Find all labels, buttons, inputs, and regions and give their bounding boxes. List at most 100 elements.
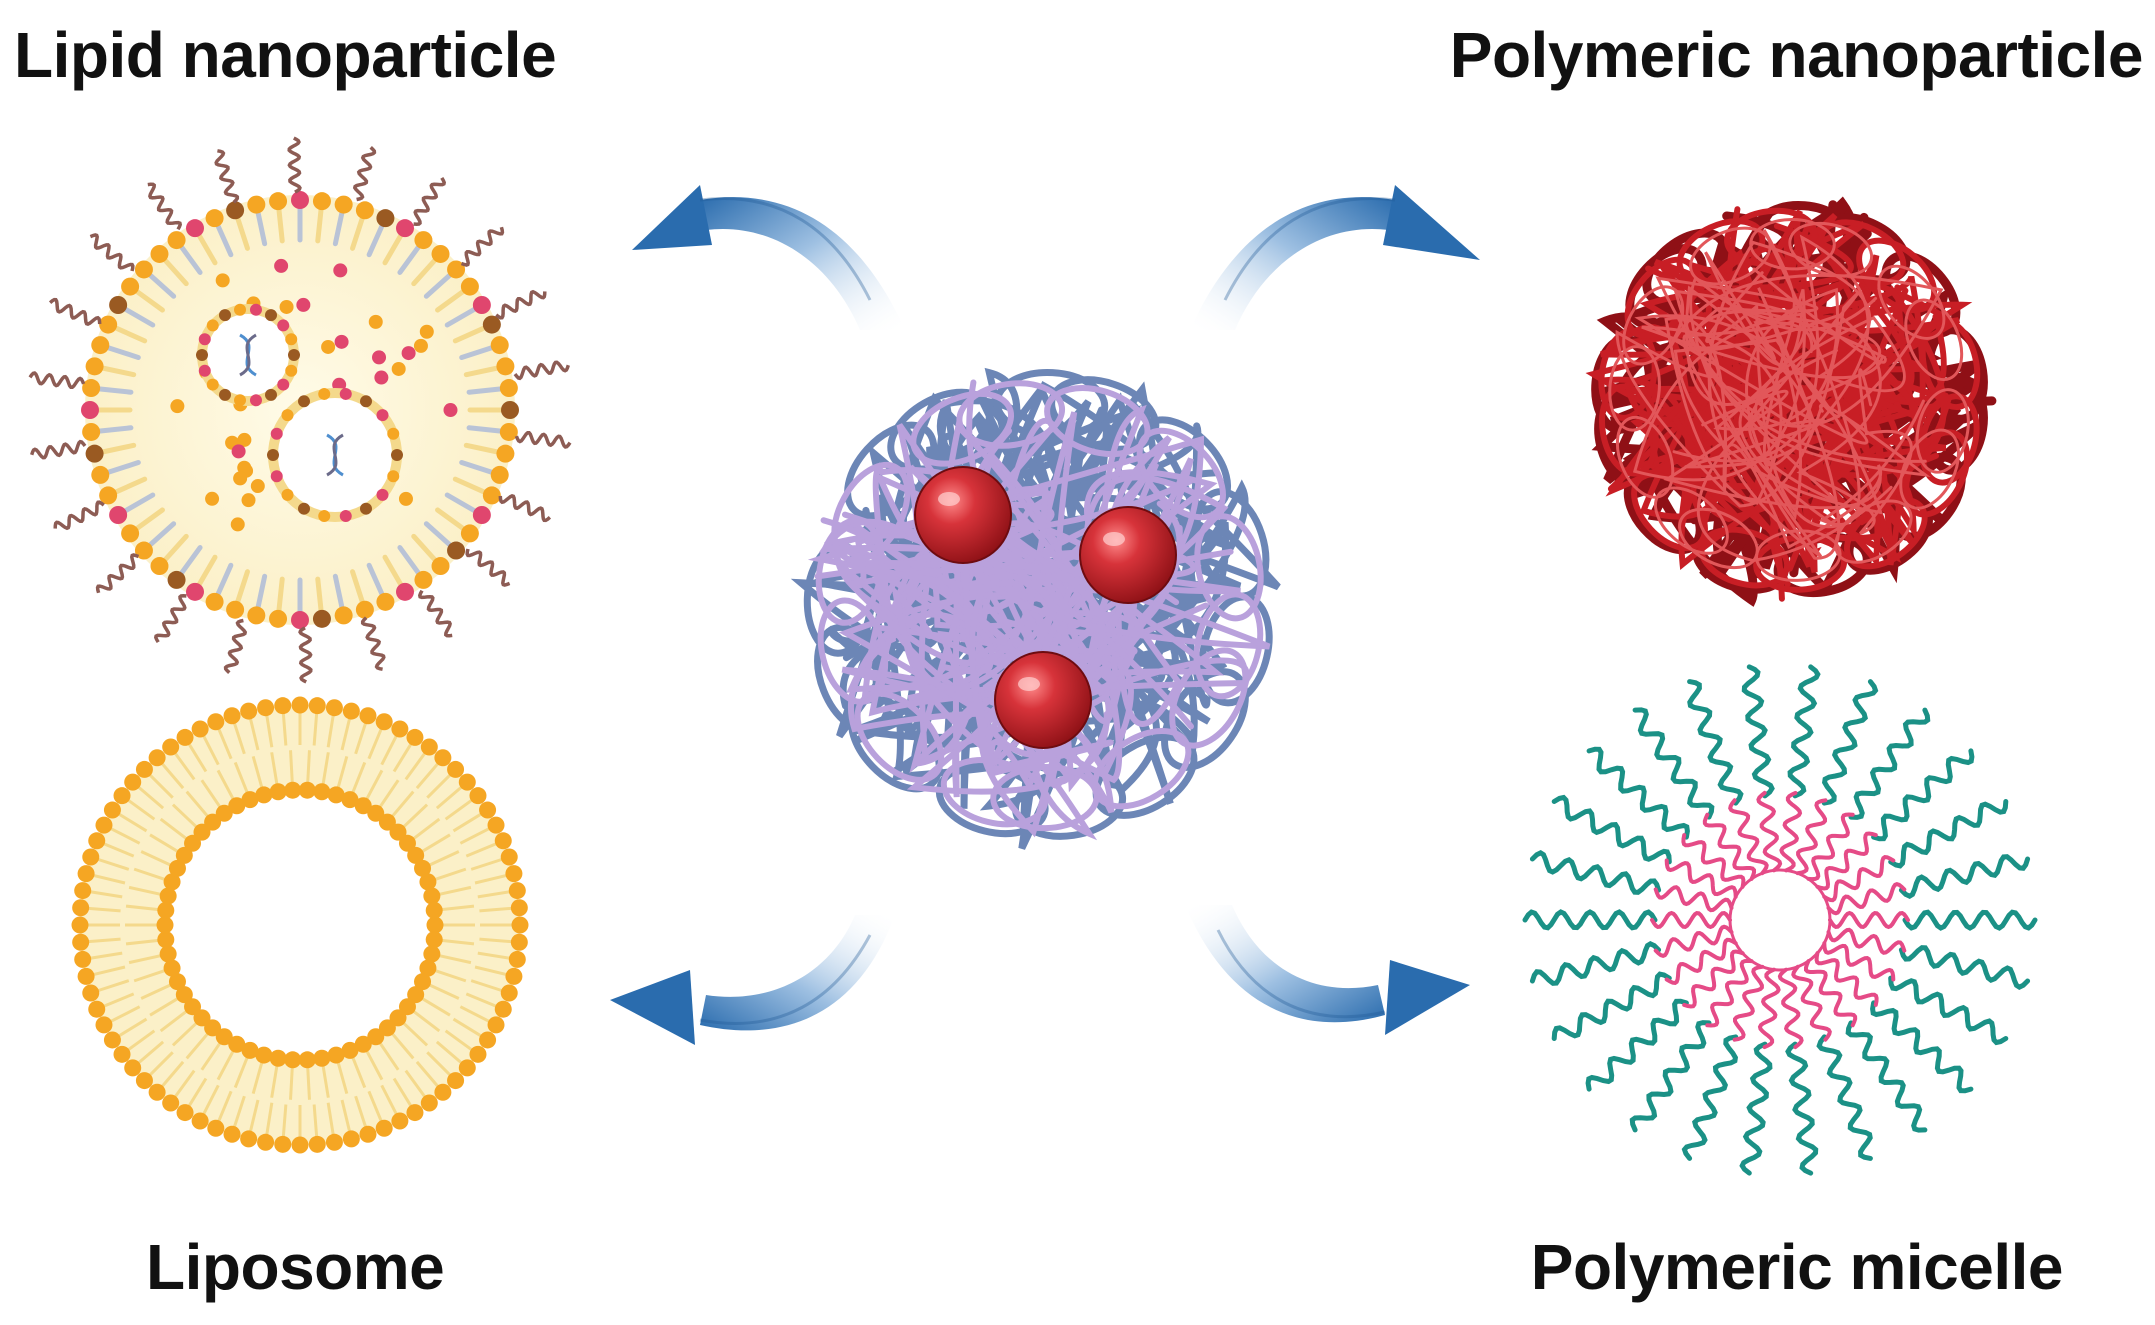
peg-chain: [287, 136, 302, 194]
inner-lipid-head: [389, 1009, 407, 1027]
outer-lipid-head: [191, 1112, 209, 1130]
lipid-head: [167, 570, 186, 589]
outer-lipid-head: [113, 787, 131, 805]
lipid-tail: [465, 841, 499, 858]
inner-lipid-head: [284, 781, 302, 799]
internal-lipid: [205, 491, 220, 506]
lipid-head: [205, 209, 224, 228]
inner-lipid-head: [425, 901, 443, 919]
lipid-tail: [235, 569, 250, 605]
lipid-tail: [251, 1060, 264, 1095]
outer-lipid-head: [74, 950, 92, 968]
inner-lipid-head: [228, 1035, 246, 1053]
drug-highlight: [938, 492, 960, 506]
lipid-tail: [459, 345, 495, 360]
lipid-head: [269, 192, 288, 211]
peg-chain: [95, 553, 140, 594]
inner-lipid-head: [193, 823, 211, 841]
lipid-tail: [128, 953, 163, 965]
outer-lipid-head: [135, 1072, 153, 1090]
lipid-tail: [306, 750, 311, 785]
polymer-coil-purple-loop: [815, 517, 885, 626]
lipid-tail: [427, 850, 460, 868]
inner-lipid-head: [407, 986, 425, 1004]
internal-lipid: [374, 370, 389, 385]
outer-lipid-head: [458, 1059, 476, 1077]
lipid-tail: [382, 554, 404, 588]
outer-lipid-head: [103, 1031, 121, 1049]
lipid-tail: [159, 817, 189, 841]
inner-lipid-head: [184, 834, 202, 852]
inner-lipid-head: [228, 797, 246, 815]
hydrophobic-chain: [1682, 949, 1745, 1009]
hydrophilic-chain: [1902, 909, 2038, 931]
lipid-tail: [86, 906, 121, 913]
peg-chain: [153, 594, 187, 644]
lipid-head: [472, 506, 491, 524]
peg-chain: [498, 494, 552, 523]
lipid-tail: [112, 325, 148, 344]
hydrophobic-chain: [1777, 967, 1804, 1050]
inner-lipid-head: [249, 303, 262, 316]
polymer-strand-highlight-loop: [1689, 226, 1772, 286]
lipid-tail: [435, 507, 466, 532]
inner-lipid-head: [398, 834, 416, 852]
internal-lipid: [321, 339, 336, 354]
lipid-head: [134, 541, 153, 560]
lipid-tail: [140, 850, 173, 868]
lipid-tail: [216, 1048, 236, 1081]
lipid-head: [134, 260, 153, 279]
outer-lipid-head: [71, 916, 89, 934]
lipid-tail: [233, 761, 250, 795]
outer-lipid-head: [420, 738, 438, 756]
lipid-tail: [128, 885, 163, 897]
lipid-tail: [101, 841, 135, 858]
inner-lipid-head: [391, 449, 403, 461]
curved-arrow-icon: [1185, 905, 1385, 1023]
outer-lipid-head: [257, 1133, 275, 1151]
micelle-core-rim: [1728, 868, 1832, 972]
lipid-head: [121, 524, 140, 543]
lipid-tail: [452, 1017, 484, 1039]
internal-lipid: [170, 399, 185, 414]
inner-lipid-head: [378, 813, 396, 831]
label-polymeric-nanoparticle: Polymeric nanoparticle: [1449, 19, 2144, 91]
lipid-head: [247, 606, 266, 625]
lipid-tail: [196, 232, 218, 266]
polymer-coil-purple-loop: [831, 461, 911, 564]
outer-lipid-head: [176, 728, 194, 746]
inner-lipid-head: [426, 916, 444, 934]
hydrophilic-chain: [1687, 679, 1744, 806]
hydrophobic-chain: [1653, 885, 1734, 913]
drug-molecule-icon: [1079, 506, 1177, 604]
lipid-head: [85, 357, 104, 376]
outer-lipid-head: [494, 1000, 512, 1018]
lipid-tail: [216, 769, 236, 802]
outer-lipid-head: [162, 738, 180, 756]
lipid-tail: [367, 1090, 384, 1124]
lipid-tail: [251, 755, 264, 790]
inner-lipid-head: [277, 319, 290, 332]
lipid-head: [490, 336, 509, 355]
lipid-tail: [377, 1040, 400, 1071]
outer-lipid-head: [458, 773, 476, 791]
lipid-tail: [437, 953, 472, 965]
inner-lipid-head: [265, 309, 277, 322]
peg-chain: [48, 297, 102, 326]
outer-lipid-head: [505, 967, 523, 985]
internal-lipid: [231, 444, 246, 459]
lipid-tail: [86, 937, 121, 944]
inner-lipid-head: [249, 394, 262, 407]
polymer-strand-highlight: [1632, 234, 1870, 482]
peg-chain: [514, 430, 572, 449]
inner-lipid-head: [327, 1046, 345, 1064]
lipid-tail: [463, 365, 501, 378]
inner-lipid-head: [360, 395, 372, 408]
inner-lipid-head: [204, 1019, 222, 1037]
lipid-head: [501, 401, 519, 419]
lipid-head: [85, 444, 104, 463]
lipid-tail: [474, 965, 509, 977]
outer-lipid-head: [359, 1125, 377, 1143]
polymer-coil-blue-loop: [887, 388, 994, 473]
hydrophilic-chain: [1821, 679, 1879, 806]
